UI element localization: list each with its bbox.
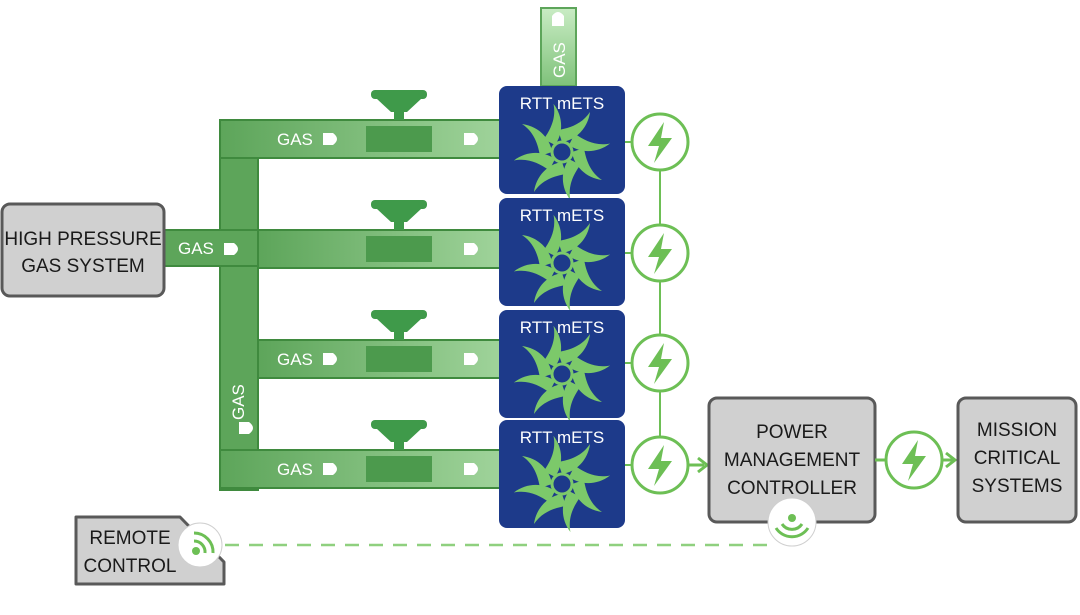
lightning-bolt-icon — [630, 333, 690, 393]
mission-line-1: MISSION — [977, 420, 1057, 441]
lightning-bolt-icon — [630, 223, 690, 283]
remote-line-2: CONTROL — [84, 556, 177, 577]
power-arrow-to-mission — [942, 451, 958, 469]
unit-label: RTT mETS — [520, 318, 604, 337]
remote-line-1: REMOTE — [89, 528, 170, 549]
hp-line-2: GAS SYSTEM — [21, 256, 145, 277]
gas-manifold — [163, 119, 501, 491]
valve-handle-icon — [371, 200, 427, 230]
valve-handle-icon — [371, 90, 427, 120]
gas-label-branch-1: GAS — [277, 130, 313, 149]
power-arrow-to-controller — [688, 456, 710, 474]
valve-handle-icon — [371, 310, 427, 340]
high-pressure-gas-system-box: HIGH PRESSURE GAS SYSTEM — [0, 202, 166, 298]
remote-control-box: REMOTE CONTROL — [74, 515, 226, 586]
valve-handle-icon — [371, 420, 427, 450]
gas-label-feed: GAS — [178, 239, 214, 258]
pmc-line-3: CONTROLLER — [727, 478, 857, 499]
hp-line-1: HIGH PRESSURE — [4, 229, 161, 250]
unit-label: RTT mETS — [520, 206, 604, 225]
pmc-line-2: MANAGEMENT — [724, 450, 861, 471]
lightning-bolt-icon — [630, 435, 690, 495]
rtt-mets-unit: RTT mETS — [499, 420, 625, 534]
gas-label-branch-3: GAS — [277, 350, 313, 369]
lightning-bolt-icon — [630, 112, 690, 172]
unit-label: RTT mETS — [520, 428, 604, 447]
lightning-bolt-icon — [884, 430, 944, 490]
unit-label: RTT mETS — [520, 94, 604, 113]
pmc-line-1: POWER — [756, 422, 828, 443]
wireless-signal-icon — [177, 522, 223, 568]
top-gas-label: GAS — [550, 42, 569, 78]
gas-flow-labels: GAS GAS GAS GAS GAS — [178, 130, 478, 479]
mission-line-2: CRITICAL — [974, 448, 1061, 469]
mission-critical-systems-box: MISSION CRITICAL SYSTEMS — [956, 396, 1078, 524]
rtt-mets-unit: RTT mETS — [499, 86, 625, 202]
gas-label-branch-4: GAS — [277, 460, 313, 479]
gas-label-trunk: GAS — [229, 384, 248, 420]
mission-line-3: SYSTEMS — [972, 476, 1063, 497]
rtt-mets-unit: RTT mETS — [499, 198, 625, 313]
wireless-signal-icon — [767, 497, 817, 547]
rtt-mets-unit: RTT mETS — [499, 310, 625, 424]
top-gas-outlet: GAS — [540, 7, 577, 87]
power-management-controller-box: POWER MANAGEMENT CONTROLLER — [707, 396, 877, 524]
